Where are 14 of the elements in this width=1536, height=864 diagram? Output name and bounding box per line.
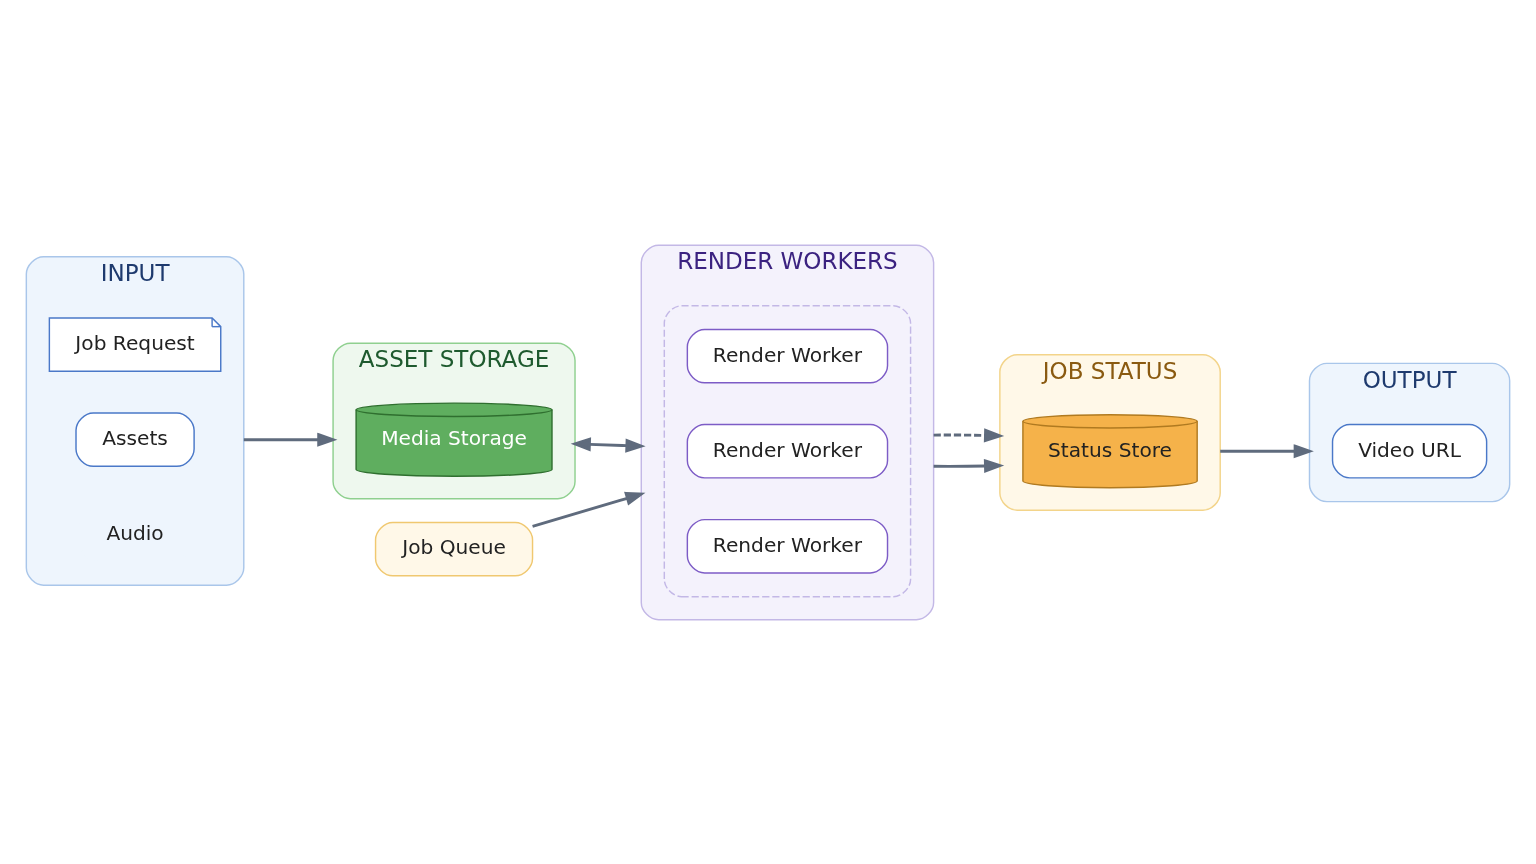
cluster (663, 304, 912, 597)
arrow (1220, 443, 1314, 458)
arrow (243, 432, 338, 447)
arrow (532, 491, 646, 528)
node-box: Video URL (1331, 423, 1488, 479)
node-box: Assets (75, 411, 195, 467)
node-box: Render Worker (686, 423, 889, 479)
node-box: Render Worker (686, 328, 889, 384)
node-box: Job Queue (374, 521, 534, 576)
arrow (933, 427, 1005, 442)
node-box: Render Worker (686, 518, 889, 574)
node-text: Audio (106, 520, 164, 545)
arrow (933, 458, 1005, 473)
arrow (570, 436, 646, 453)
